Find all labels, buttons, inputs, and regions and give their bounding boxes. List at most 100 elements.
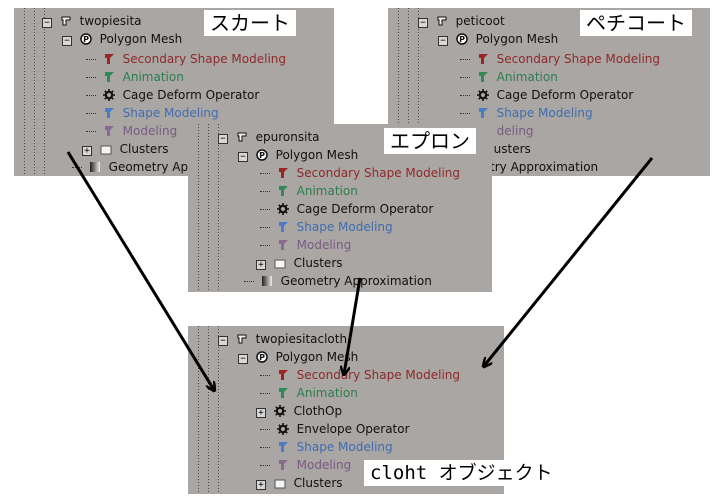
purple-flag-icon xyxy=(277,239,289,251)
tree-guides xyxy=(14,8,54,176)
clusters-label: Clusters xyxy=(293,476,343,490)
object-node-icon xyxy=(60,15,72,27)
tree-item-secondary-shape-modeling[interactable]: Secondary Shape Modeling xyxy=(86,50,286,68)
modeling-label: Modeling xyxy=(122,124,178,138)
tree-item-animation[interactable]: Animation xyxy=(460,68,558,86)
object-name: epuronsita xyxy=(255,130,320,144)
shape-label: Shape Modeling xyxy=(296,440,393,454)
tree-item-shape-modeling[interactable]: Shape Modeling xyxy=(86,104,219,122)
tree-item-object[interactable]: − twopiesita xyxy=(42,12,142,30)
cage-label: Cage Deform Operator xyxy=(296,202,434,216)
tree-item-mesh[interactable]: − P Polygon Mesh xyxy=(438,30,558,48)
expand-toggle[interactable]: + xyxy=(256,260,266,270)
blue-flag-icon xyxy=(103,107,115,119)
collapse-toggle[interactable]: − xyxy=(238,354,248,364)
modeling-label: Modeling xyxy=(296,458,352,472)
animation-label: Animation xyxy=(296,184,358,198)
tree-item-clusters[interactable]: + Clusters xyxy=(82,140,169,158)
red-flag-icon xyxy=(103,53,115,65)
svg-text:P: P xyxy=(83,35,89,44)
purple-flag-icon xyxy=(277,459,289,471)
animation-label: Animation xyxy=(496,70,558,84)
tree-item-object[interactable]: − epuronsita xyxy=(218,128,320,146)
secondary-label: Secondary Shape Modeling xyxy=(296,166,460,180)
folder-icon xyxy=(274,257,286,269)
tree-panel-apron: − epuronsita − P Polygon Mesh Secondary … xyxy=(188,124,492,292)
expand-toggle[interactable]: + xyxy=(256,408,266,418)
tree-item-cage-deform[interactable]: Cage Deform Operator xyxy=(86,86,259,104)
purple-flag-icon xyxy=(103,125,115,137)
tree-item-shape-modeling[interactable]: Shape Modeling xyxy=(260,438,393,456)
clothop-label: ClothOp xyxy=(293,404,343,418)
geometry-label: Geometry Approximation xyxy=(280,274,432,288)
caption-cloth: cloht オブジェクト xyxy=(364,460,559,486)
polygon-mesh-icon: P xyxy=(256,351,268,363)
collapse-toggle[interactable]: − xyxy=(42,18,52,28)
clusters-label: usters xyxy=(493,142,531,156)
tree-item-secondary-shape-modeling[interactable]: Secondary Shape Modeling xyxy=(260,164,460,182)
cage-label: Cage Deform Operator xyxy=(122,88,260,102)
object-name: twopiesita xyxy=(79,14,142,28)
green-flag-icon xyxy=(477,71,489,83)
animation-label: Animation xyxy=(296,386,358,400)
collapse-toggle[interactable]: − xyxy=(218,134,228,144)
secondary-label: Secondary Shape Modeling xyxy=(122,52,286,66)
tree-item-secondary-shape-modeling[interactable]: Secondary Shape Modeling xyxy=(260,366,460,384)
clusters-label: Clusters xyxy=(119,142,169,156)
secondary-label: Secondary Shape Modeling xyxy=(496,52,660,66)
tree-item-cage-deform[interactable]: Cage Deform Operator xyxy=(260,200,433,218)
tree-item-animation[interactable]: Animation xyxy=(260,384,358,402)
animation-label: Animation xyxy=(122,70,184,84)
tree-item-animation[interactable]: Animation xyxy=(86,68,184,86)
tree-item-object[interactable]: − peticoot xyxy=(418,12,505,30)
collapse-toggle[interactable]: − xyxy=(438,36,448,46)
clusters-label: Clusters xyxy=(293,256,343,270)
collapse-toggle[interactable]: − xyxy=(418,18,428,28)
tree-item-cage-deform[interactable]: Cage Deform Operator xyxy=(460,86,633,104)
collapse-toggle[interactable]: − xyxy=(238,152,248,162)
shape-label: Shape Modeling xyxy=(496,106,593,120)
tree-item-secondary-shape-modeling[interactable]: Secondary Shape Modeling xyxy=(460,50,660,68)
tree-item-object[interactable]: − twopiesitacloth xyxy=(218,330,347,348)
tree-item-geometry[interactable]: Geometry Approximation xyxy=(244,272,432,290)
gear-icon xyxy=(276,203,289,215)
blue-flag-icon xyxy=(277,441,289,453)
gradient-icon xyxy=(89,161,101,173)
tree-item-clusters[interactable]: + Clusters xyxy=(256,254,343,272)
expand-toggle[interactable]: + xyxy=(256,480,266,490)
tree-item-envelope[interactable]: Envelope Operator xyxy=(260,420,410,438)
gear-icon xyxy=(273,405,286,417)
tree-item-clusters[interactable]: + Clusters xyxy=(256,474,343,492)
caption-apron: エプロン xyxy=(384,128,476,154)
tree-item-modeling[interactable]: Modeling xyxy=(86,122,177,140)
shape-label: Shape Modeling xyxy=(122,106,219,120)
collapse-toggle[interactable]: − xyxy=(62,36,72,46)
blue-flag-icon xyxy=(277,221,289,233)
tree-item-mesh[interactable]: − P Polygon Mesh xyxy=(238,348,358,366)
folder-icon xyxy=(274,477,286,489)
modeling-label: Modeling xyxy=(296,238,352,252)
expand-toggle[interactable]: + xyxy=(82,146,92,156)
cage-label: Cage Deform Operator xyxy=(496,88,634,102)
green-flag-icon xyxy=(277,387,289,399)
tree-guides xyxy=(188,326,228,494)
polygon-mesh-icon: P xyxy=(80,33,92,45)
tree-item-modeling[interactable]: Modeling xyxy=(260,456,351,474)
shape-label: Shape Modeling xyxy=(296,220,393,234)
polygon-mesh-icon: P xyxy=(456,33,468,45)
red-flag-icon xyxy=(277,369,289,381)
gradient-icon xyxy=(261,275,273,287)
collapse-toggle[interactable]: − xyxy=(218,336,228,346)
tree-item-shape-modeling[interactable]: Shape Modeling xyxy=(460,104,593,122)
green-flag-icon xyxy=(277,185,289,197)
tree-item-modeling[interactable]: Modeling xyxy=(260,236,351,254)
tree-item-mesh[interactable]: − P Polygon Mesh xyxy=(238,146,358,164)
blue-flag-icon xyxy=(477,107,489,119)
caption-petticoat: ペチコート xyxy=(580,10,692,36)
tree-item-animation[interactable]: Animation xyxy=(260,182,358,200)
tree-panel-skirt: − twopiesita − P Polygon Mesh Secondary … xyxy=(14,8,334,176)
tree-item-clothop[interactable]: + ClothOp xyxy=(256,402,342,420)
tree-item-mesh[interactable]: − P Polygon Mesh xyxy=(62,30,182,48)
tree-item-shape-modeling[interactable]: Shape Modeling xyxy=(260,218,393,236)
